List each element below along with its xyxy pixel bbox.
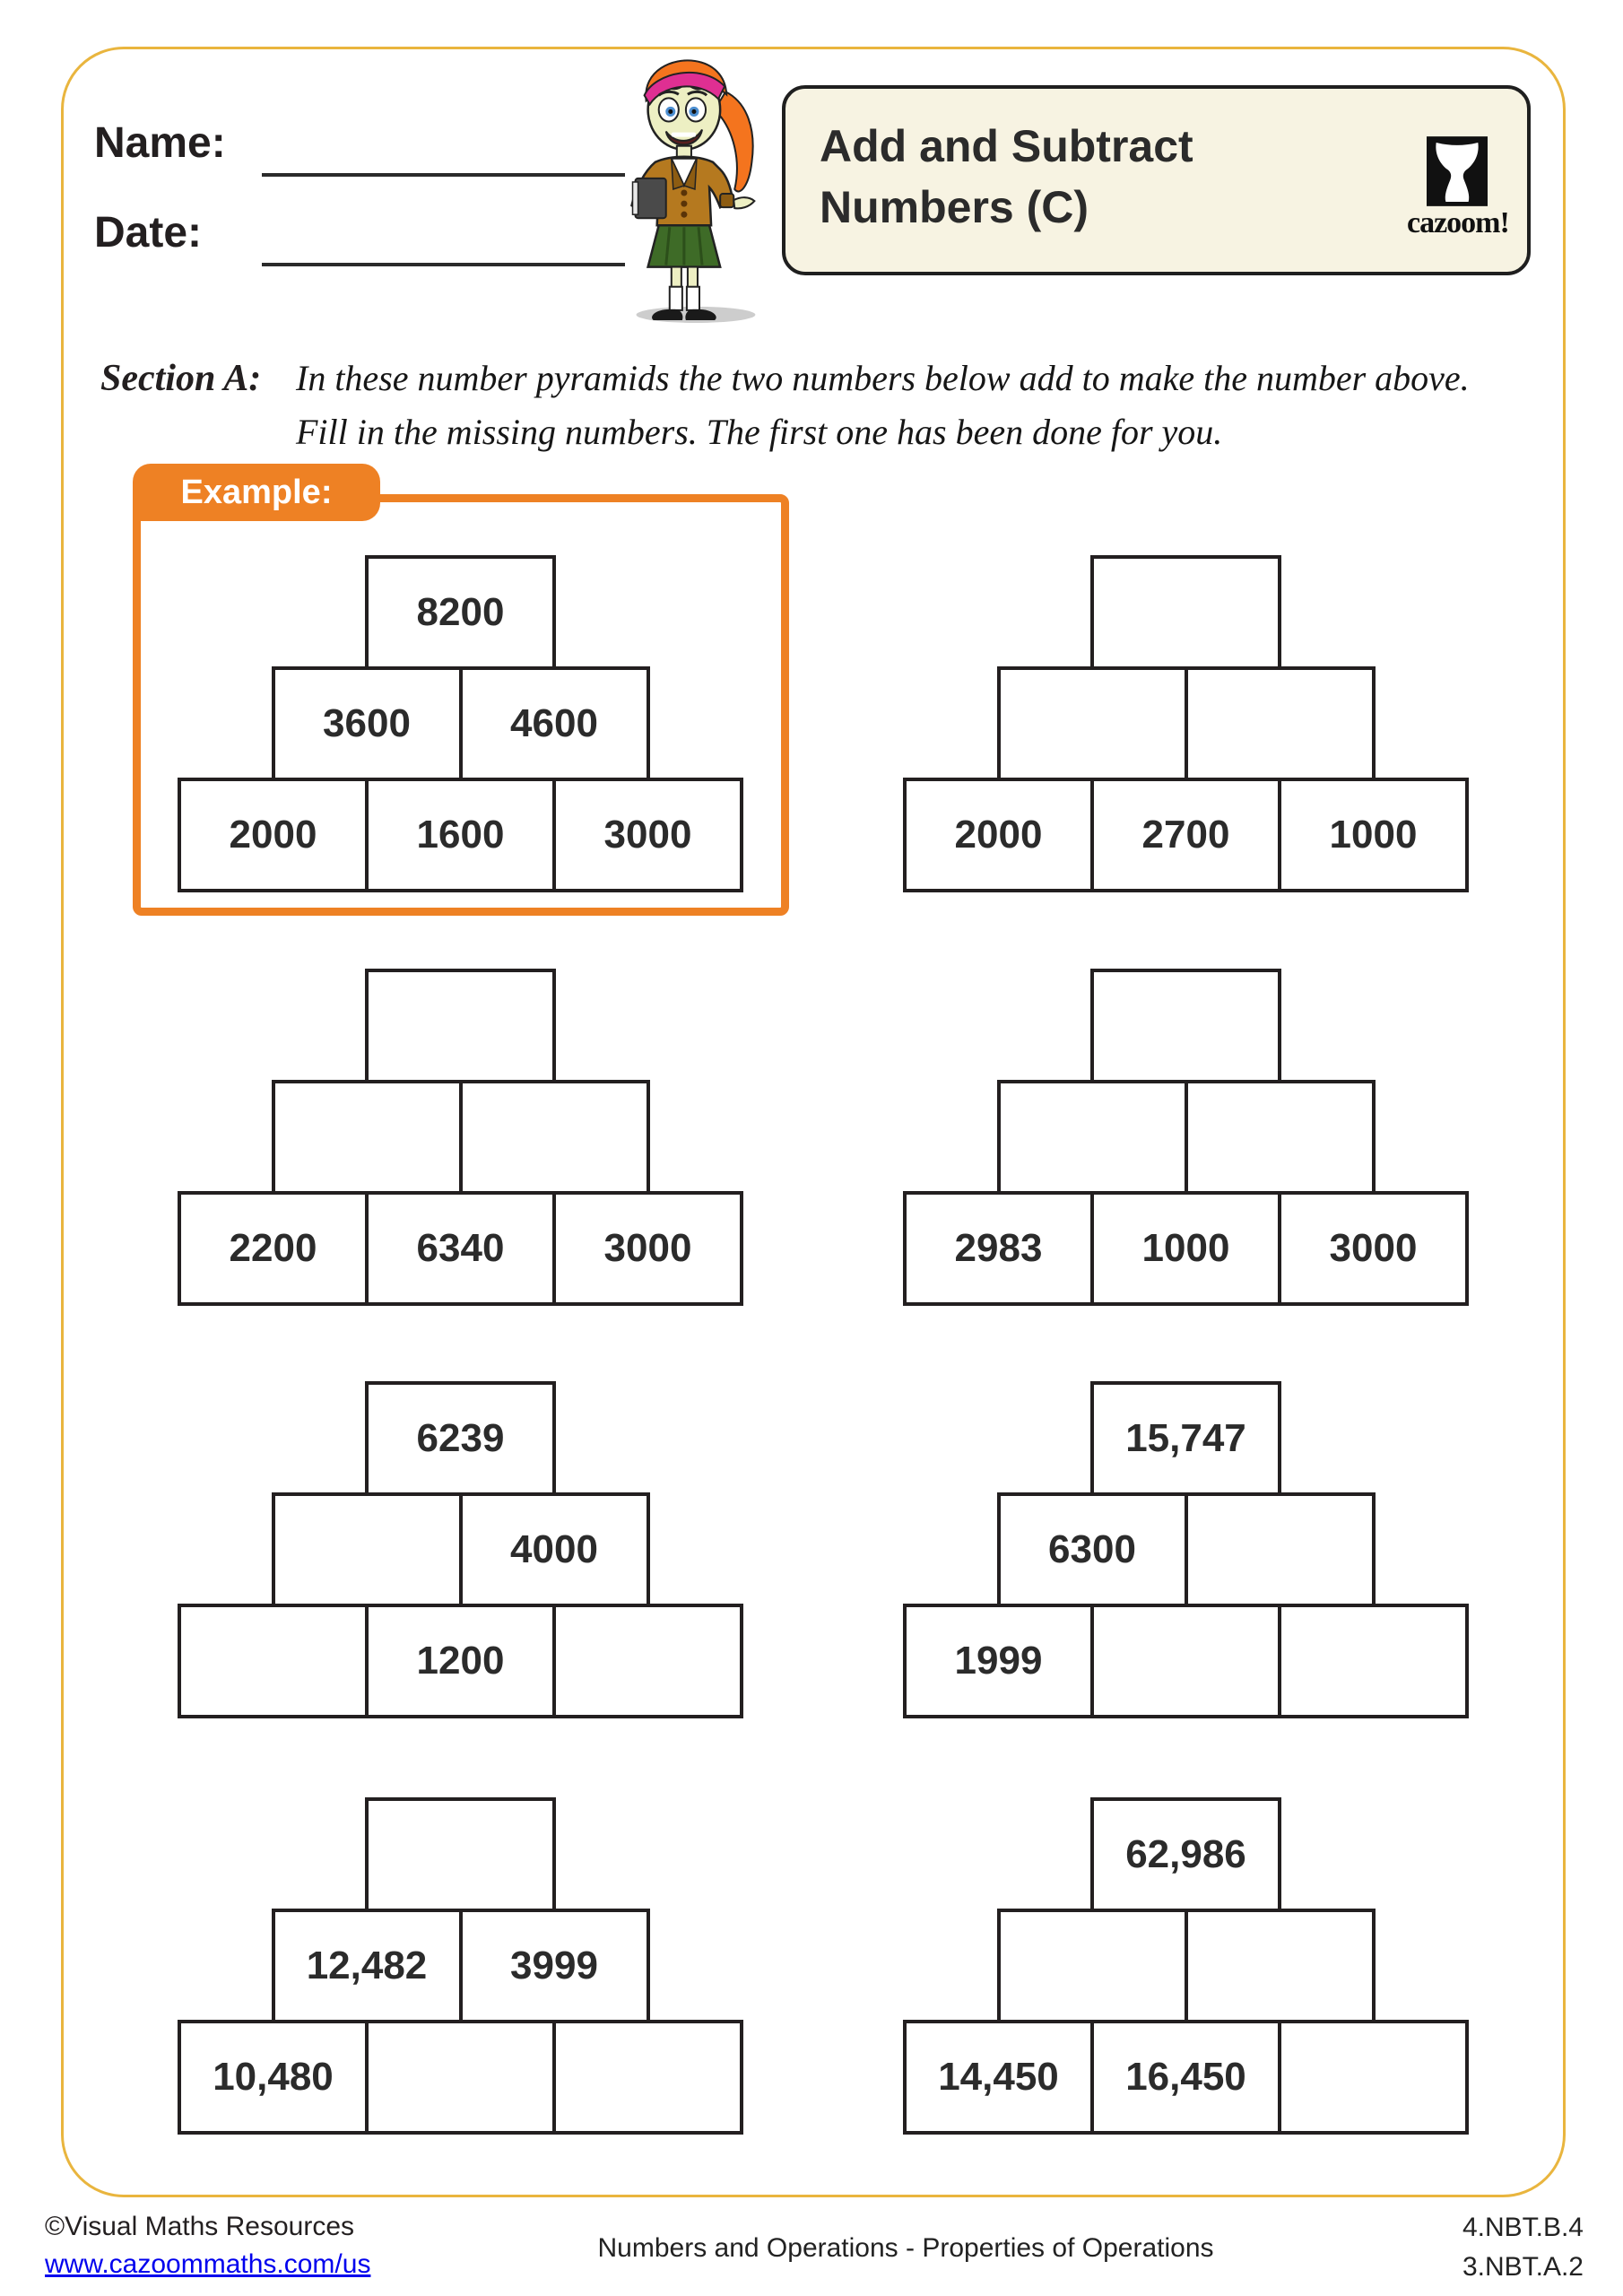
cell-middle-right[interactable] (1184, 666, 1376, 781)
cell-bottom-left[interactable] (178, 1604, 369, 1718)
cell-middle-left[interactable] (996, 1909, 1188, 2023)
cell-middle-right[interactable] (458, 1080, 650, 1195)
cell-bottom-right[interactable] (552, 2020, 743, 2135)
cell-top[interactable] (365, 969, 556, 1083)
page-title: Add and Subtract Numbers (C) (820, 116, 1193, 238)
cell-middle-left: 3600 (271, 666, 463, 781)
cell-top: 15,747 (1090, 1381, 1281, 1496)
instruction-line-1: In these number pyramids the two numbers… (296, 358, 1470, 398)
date-label: Date: (94, 209, 203, 257)
cell-middle-left[interactable] (996, 666, 1188, 781)
cell-top: 6239 (365, 1381, 556, 1496)
cell-bottom-middle: 1000 (1090, 1191, 1281, 1306)
cell-middle-right[interactable] (1184, 1909, 1376, 2023)
copyright-text: ©Visual Maths Resources (45, 2212, 355, 2241)
cell-middle-left[interactable] (271, 1080, 463, 1195)
cell-bottom-left: 2000 (903, 778, 1094, 892)
cell-bottom-left: 2200 (178, 1191, 369, 1306)
date-input-line[interactable] (262, 263, 625, 266)
cell-bottom-right: 3000 (1278, 1191, 1469, 1306)
pyramid-2: 2000 2700 1000 (903, 555, 1469, 892)
cell-bottom-middle: 1200 (365, 1604, 556, 1718)
cell-middle-left[interactable] (271, 1492, 463, 1607)
standards-codes: 4.NBT.B.4 3.NBT.A.2 (1462, 2208, 1584, 2287)
cell-top: 8200 (365, 555, 556, 670)
cell-bottom-left: 2000 (178, 778, 369, 892)
pyramid-5: 6239 4000 1200 (178, 1381, 743, 1718)
cell-bottom-middle: 2700 (1090, 778, 1281, 892)
cell-bottom-right[interactable] (552, 1604, 743, 1718)
cazoom-logo-text: cazoom! (1407, 206, 1510, 239)
cell-middle-left[interactable] (996, 1080, 1188, 1195)
standard-code-1: 4.NBT.B.4 (1462, 2213, 1584, 2242)
standard-code-2: 3.NBT.A.2 (1462, 2252, 1584, 2282)
cell-bottom-right: 3000 (552, 778, 743, 892)
cell-bottom-left: 2983 (903, 1191, 1094, 1306)
cell-middle-left: 12,482 (271, 1909, 463, 2023)
title-box: Add and Subtract Numbers (C) cazoom! (782, 85, 1531, 275)
pyramid-8: 62,986 14,450 16,450 (903, 1797, 1469, 2135)
cell-bottom-middle: 1600 (365, 778, 556, 892)
example-box (133, 494, 789, 916)
name-label: Name: (94, 119, 226, 167)
pyramid-3: 2200 6340 3000 (178, 969, 743, 1306)
instruction-line-2: Fill in the missing numbers. The first o… (296, 412, 1223, 452)
cell-middle-right: 4000 (458, 1492, 650, 1607)
cell-top[interactable] (1090, 555, 1281, 670)
cell-middle-right[interactable] (1184, 1492, 1376, 1607)
cell-top[interactable] (365, 1797, 556, 1912)
cell-bottom-left: 1999 (903, 1604, 1094, 1718)
cazoom-logo: cazoom! (1407, 136, 1510, 240)
cell-middle-left: 6300 (996, 1492, 1188, 1607)
cell-top: 62,986 (1090, 1797, 1281, 1912)
cell-middle-right: 4600 (458, 666, 650, 781)
page-border-frame (61, 47, 1566, 2197)
cell-middle-right[interactable] (1184, 1080, 1376, 1195)
student-girl-illustration (630, 59, 756, 323)
title-line-2: Numbers (C) (820, 182, 1089, 232)
cell-bottom-right: 1000 (1278, 778, 1469, 892)
cell-bottom-left: 10,480 (178, 2020, 369, 2135)
example-label: Example: (133, 464, 380, 521)
title-line-1: Add and Subtract (820, 121, 1193, 171)
cell-bottom-middle[interactable] (1090, 1604, 1281, 1718)
cell-bottom-right[interactable] (1278, 1604, 1469, 1718)
cell-bottom-right[interactable] (1278, 2020, 1469, 2135)
cell-middle-right: 3999 (458, 1909, 650, 2023)
cell-bottom-middle[interactable] (365, 2020, 556, 2135)
footer-topic-text: Numbers and Operations - Properties of O… (597, 2233, 1214, 2263)
cell-bottom-left: 14,450 (903, 2020, 1094, 2135)
cell-bottom-right: 3000 (552, 1191, 743, 1306)
section-a-label: Section A: (100, 358, 262, 399)
cazoom-drum-icon (1427, 136, 1488, 206)
pyramid-7: 12,482 3999 10,480 (178, 1797, 743, 2135)
cell-top[interactable] (1090, 969, 1281, 1083)
pyramid-6: 15,747 6300 1999 (903, 1381, 1469, 1718)
cell-bottom-middle: 16,450 (1090, 2020, 1281, 2135)
cell-bottom-middle: 6340 (365, 1191, 556, 1306)
pyramid-example: 8200 3600 4600 2000 1600 3000 (178, 555, 743, 892)
website-link[interactable]: www.cazoommaths.com/us (45, 2249, 371, 2279)
name-input-line[interactable] (262, 173, 625, 177)
pyramid-4: 2983 1000 3000 (903, 969, 1469, 1306)
